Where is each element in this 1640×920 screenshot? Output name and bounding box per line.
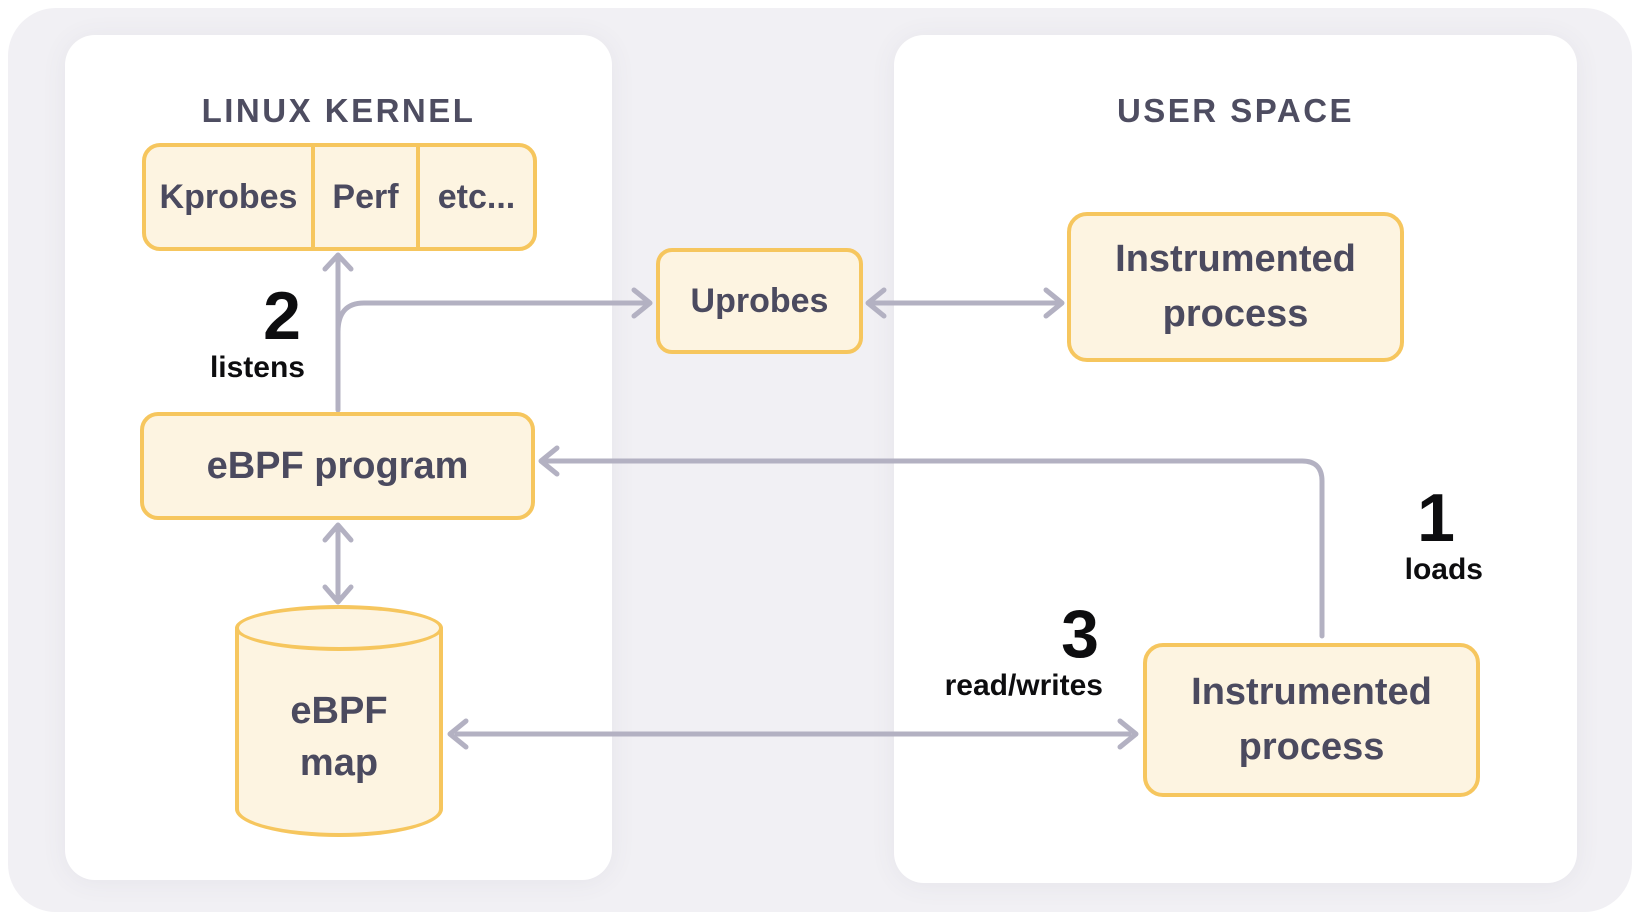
step-3-read-writes: 3 read/writes	[944, 596, 1103, 704]
step-3-number: 3	[1061, 596, 1099, 672]
step-3-word: read/writes	[944, 669, 1103, 702]
perf-cell: Perf	[311, 147, 416, 247]
ebpf-map-label: eBPF map	[290, 672, 387, 789]
etc-cell: etc...	[416, 147, 533, 247]
ebpf-map-label-line2: map	[299, 741, 379, 784]
linux-kernel-title: LINUX KERNEL	[201, 92, 476, 129]
user-space-title: USER SPACE	[1116, 92, 1355, 129]
step-2-word: listens	[209, 351, 305, 384]
instrumented-process-bottom-box: Instrumented process	[1143, 643, 1480, 797]
uprobes-box: Uprobes	[656, 248, 863, 354]
kprobes-cell: Kprobes	[159, 177, 298, 216]
ebpf-program-box: eBPF program	[140, 412, 535, 520]
step-1-loads: 1 loads	[1404, 480, 1483, 588]
ebpf-map-cylinder: eBPF map	[235, 605, 443, 837]
instrumented-process-top-box: Instrumented process	[1067, 212, 1404, 362]
ebpf-map-cylinder-body: eBPF map	[235, 628, 443, 837]
ebpf-map-label-line1: eBPF	[290, 690, 388, 733]
step-1-word: loads	[1404, 553, 1483, 586]
step-1-number: 1	[1417, 480, 1455, 556]
ebpf-map-cylinder-top	[235, 605, 443, 651]
step-2-listens: 2 listens	[209, 278, 305, 386]
step-2-number: 2	[263, 278, 301, 354]
kernel-hooks-box: Kprobes Perf etc...	[142, 143, 537, 251]
